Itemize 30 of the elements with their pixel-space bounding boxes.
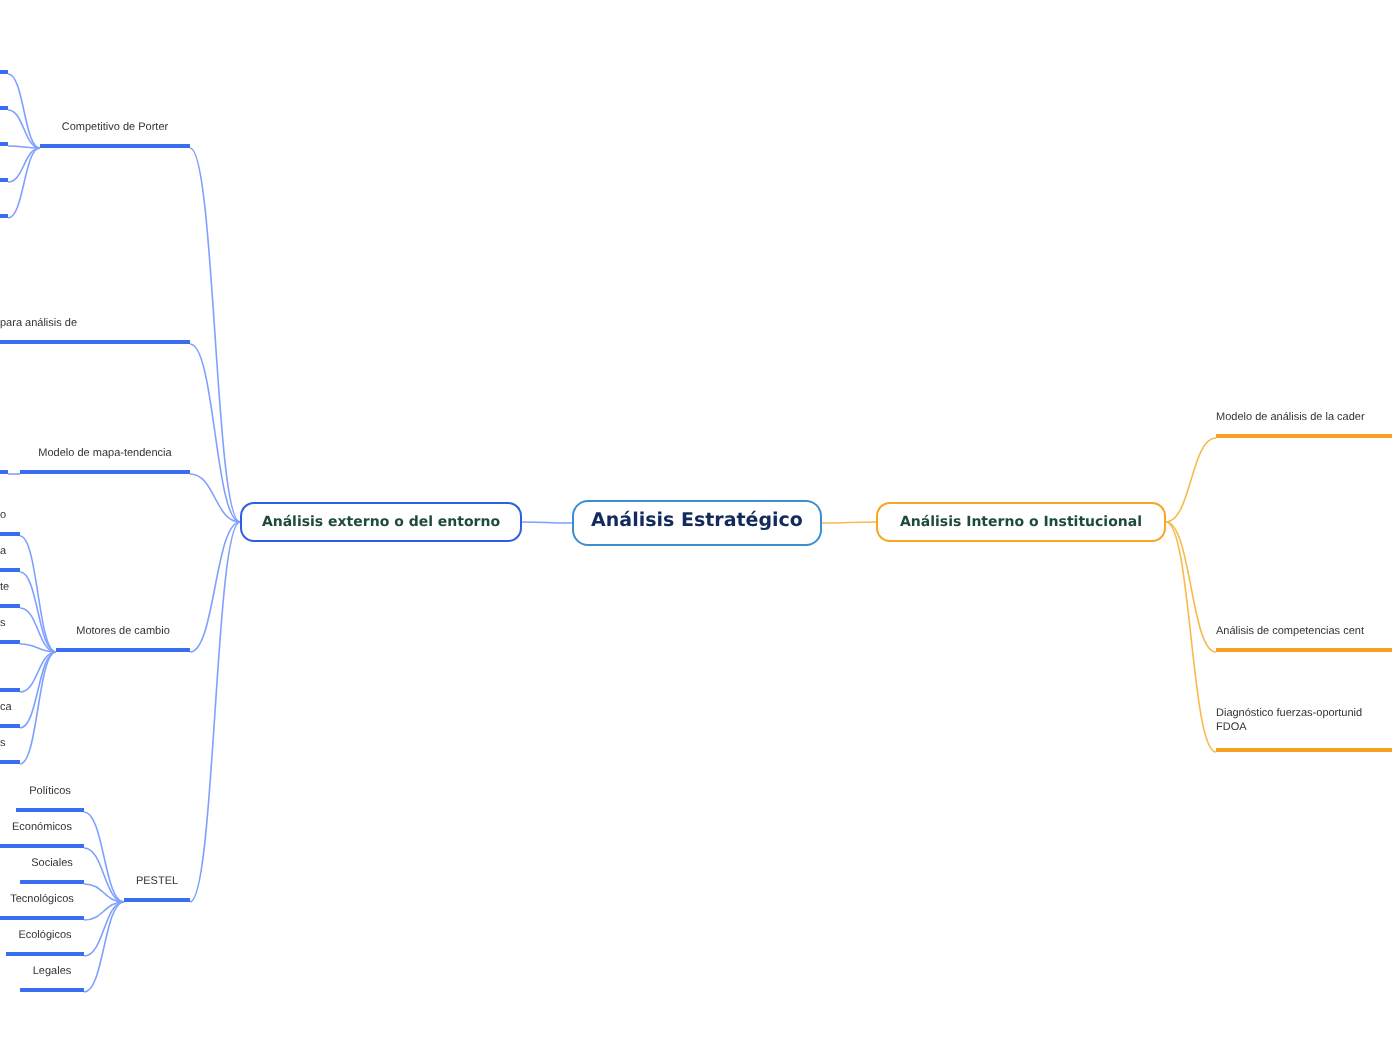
connector-line	[83, 901, 125, 921]
connector-line	[83, 811, 125, 903]
connector-line	[19, 571, 57, 653]
connector-line	[19, 535, 57, 653]
connector-line	[19, 607, 57, 653]
connector-line	[19, 651, 57, 693]
connector-line	[189, 147, 241, 523]
connector-line	[83, 901, 125, 993]
root-topic: Análisis Estratégico	[572, 500, 822, 546]
connector-line	[83, 901, 125, 957]
connector-line	[821, 521, 877, 524]
connector-line	[7, 73, 41, 149]
connector-line	[7, 473, 21, 475]
connector-line	[83, 883, 125, 903]
connector-line	[1165, 521, 1217, 653]
connector-line	[19, 651, 57, 729]
connector-line	[189, 521, 241, 903]
connector-line	[19, 651, 57, 765]
connector-line	[7, 147, 41, 183]
connector-line	[7, 109, 41, 149]
connector-line	[189, 521, 241, 653]
connector-line	[189, 473, 241, 523]
connector-line	[1165, 437, 1217, 523]
connector-line	[19, 643, 57, 653]
connector-line	[83, 847, 125, 903]
connector-line	[7, 145, 41, 149]
connector-line	[189, 343, 241, 523]
connector-line	[1165, 521, 1217, 753]
connector-line	[521, 521, 573, 524]
connector-line	[7, 147, 41, 219]
